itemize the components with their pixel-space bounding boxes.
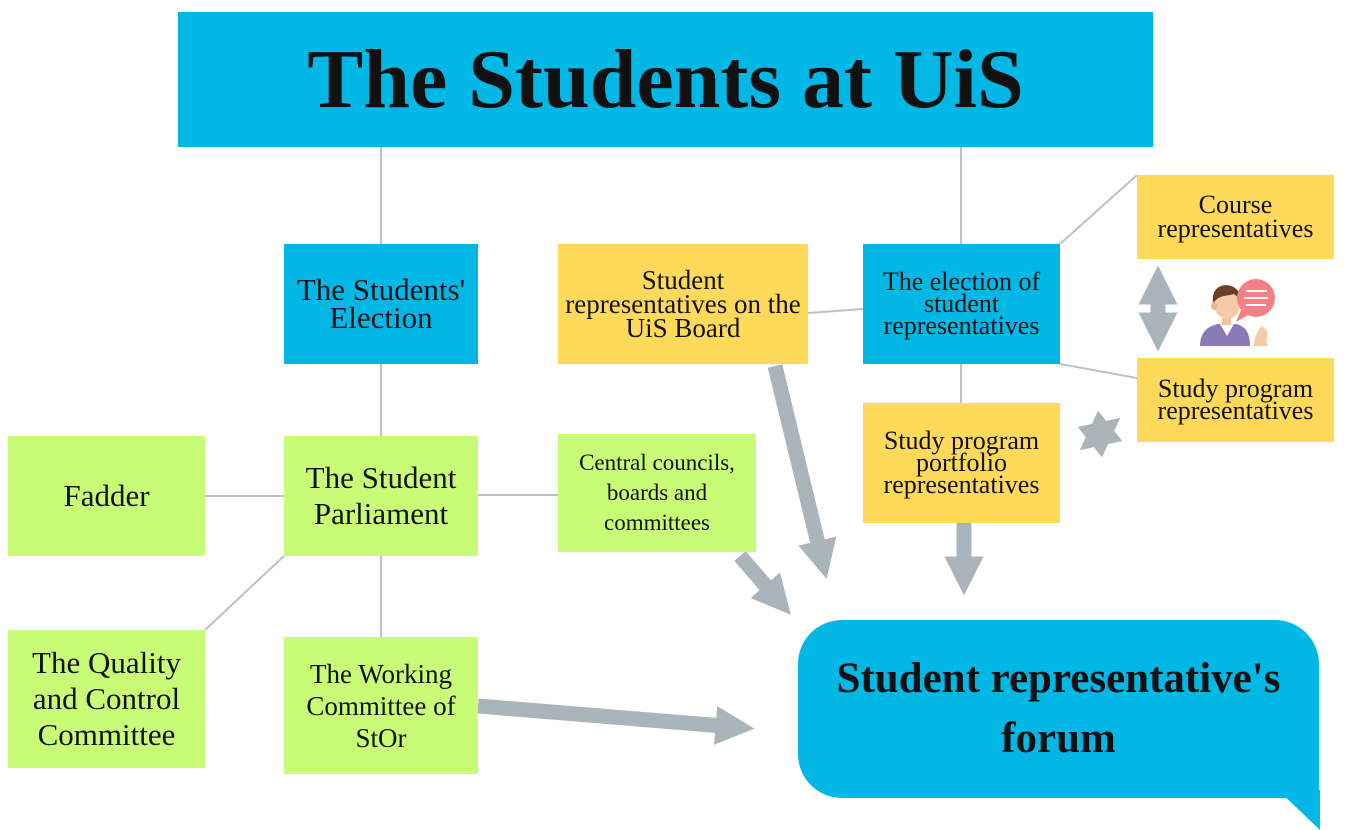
node-study-program-reps: Study program representatives bbox=[1137, 358, 1334, 442]
node-student-parliament: The Student Parliament bbox=[284, 436, 478, 556]
node-working-committee: The Working Committee of StOr bbox=[284, 637, 478, 774]
node-forum: Student representative's forum bbox=[798, 620, 1319, 798]
forum-bubble-tail bbox=[1278, 790, 1320, 830]
arrow-study-program-portfolio bbox=[1077, 410, 1123, 458]
node-election-of-reps: The election of student representatives bbox=[863, 244, 1060, 364]
line-election-reps-course bbox=[1059, 174, 1138, 245]
line-board-election-reps bbox=[807, 308, 864, 314]
diagram-title: The Students at UiS bbox=[178, 12, 1153, 147]
arrow-central-to-forum bbox=[734, 551, 791, 615]
node-fadder: Fadder bbox=[8, 436, 205, 556]
node-students-election: The Students' Election bbox=[284, 244, 478, 364]
node-portfolio-reps: Study program portfolio representatives bbox=[863, 403, 1060, 523]
line-election-reps-study-program bbox=[1059, 363, 1138, 379]
node-course-reps: Course representatives bbox=[1137, 175, 1334, 259]
arrow-board-to-forum bbox=[767, 364, 837, 579]
node-central-councils: Central councils, boards and committees bbox=[558, 434, 756, 552]
node-quality-committee: The Quality and Control Committee bbox=[8, 630, 205, 768]
line-parliament-quality bbox=[204, 555, 285, 631]
node-uis-board-reps: Student representatives on the UiS Board bbox=[558, 244, 808, 364]
person-speech-bubble-icon bbox=[1200, 279, 1275, 346]
arrow-working-to-forum bbox=[477, 698, 755, 745]
